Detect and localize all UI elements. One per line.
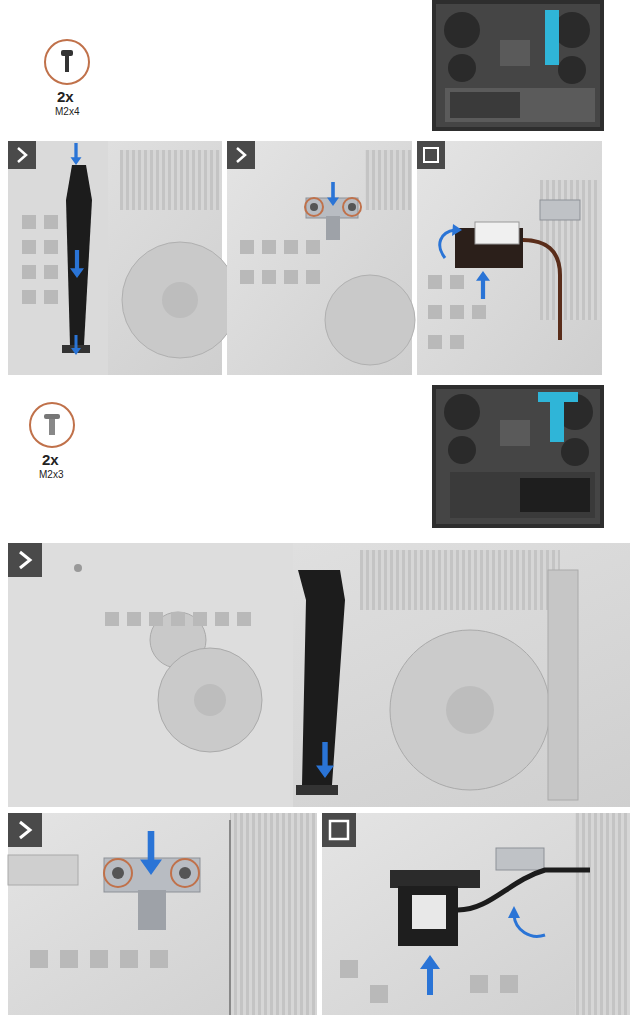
screw-size: M2x4 [55, 106, 79, 117]
screw-count: 2x [57, 89, 74, 106]
screw-size: M2x3 [39, 469, 63, 480]
screw-count: 2x [42, 452, 59, 469]
